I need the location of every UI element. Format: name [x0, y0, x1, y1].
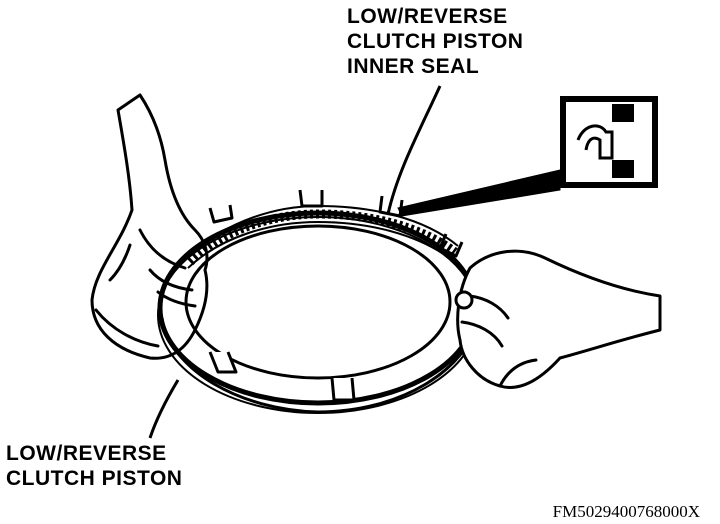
inner-seal-callout-line-2: CLUTCH PISTON — [347, 30, 524, 53]
inner-seal-callout-line-1: LOW/REVERSE — [347, 5, 508, 28]
piston-leader — [148, 379, 180, 439]
seal-detail-inset — [560, 96, 658, 188]
piston-callout-line-1: LOW/REVERSE — [6, 442, 167, 465]
figure-id: FM5029400768000X — [552, 502, 700, 521]
piston-callout: LOW/REVERSE CLUTCH PISTON — [6, 441, 182, 491]
inner-seal-leader — [386, 85, 561, 217]
inner-seal-callout-line-3: INNER SEAL — [347, 55, 480, 78]
inner-seal-callout: LOW/REVERSE CLUTCH PISTON INNER SEAL — [347, 4, 523, 79]
piston-callout-line-2: CLUTCH PISTON — [6, 467, 183, 490]
left-hand — [90, 93, 209, 360]
right-hand — [454, 249, 662, 389]
inner-seal — [186, 204, 459, 269]
